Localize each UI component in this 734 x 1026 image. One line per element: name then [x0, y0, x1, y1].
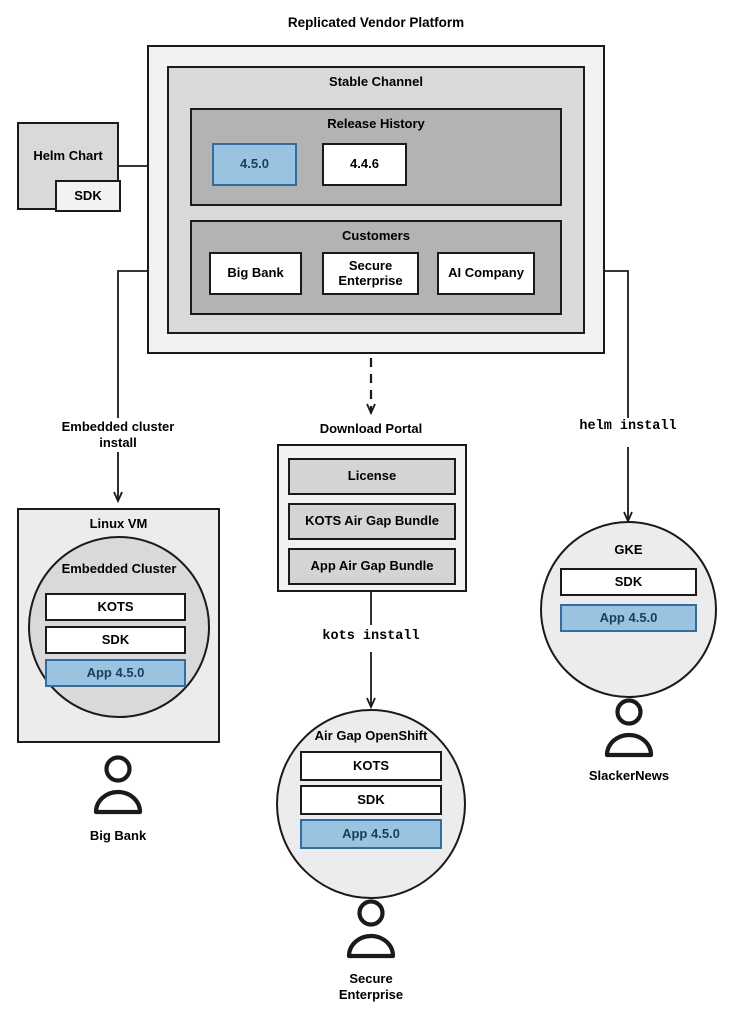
- avatar-label-big-bank: Big Bank: [89, 828, 147, 844]
- customer-ai-company[interactable]: AI Company: [437, 252, 535, 295]
- release-4-4-6[interactable]: 4.4.6: [322, 143, 407, 186]
- edge-label-embedded-cluster-install: Embedded cluster install: [61, 418, 175, 450]
- helm-chart-sdk-box[interactable]: SDK: [55, 180, 121, 212]
- avatar-big-bank: [93, 755, 143, 815]
- download-portal-kots-air-gap-bundle[interactable]: KOTS Air Gap Bundle: [288, 503, 456, 540]
- linux-vm-component-app[interactable]: App 4.5.0: [45, 659, 186, 687]
- air-gap-openshift-title: Air Gap OpenShift: [314, 728, 428, 743]
- page-title: Replicated Vendor Platform: [287, 14, 465, 30]
- edge-label-helm-install: helm install: [579, 419, 677, 435]
- customer-big-bank[interactable]: Big Bank: [209, 252, 302, 295]
- avatar-label-secure-enterprise: Secure Enterprise: [338, 970, 404, 1002]
- avatar-slackernews: [604, 698, 654, 758]
- release-history-title: Release History: [327, 116, 425, 131]
- gke-component-app[interactable]: App 4.5.0: [560, 604, 697, 632]
- openshift-component-sdk[interactable]: SDK: [300, 785, 442, 815]
- openshift-component-kots[interactable]: KOTS: [300, 751, 442, 781]
- avatar-secure-enterprise: [346, 899, 396, 959]
- download-portal-license[interactable]: License: [288, 458, 456, 495]
- edge-label-download-portal: Download Portal: [319, 421, 423, 437]
- gke-title: GKE: [614, 542, 643, 557]
- linux-vm-component-kots[interactable]: KOTS: [45, 593, 186, 621]
- customers-title: Customers: [342, 228, 410, 243]
- stable-channel-title: Stable Channel: [329, 74, 423, 89]
- download-portal-app-air-gap-bundle[interactable]: App Air Gap Bundle: [288, 548, 456, 585]
- release-4-5-0[interactable]: 4.5.0: [212, 143, 297, 186]
- avatar-label-slackernews: SlackerNews: [588, 768, 670, 784]
- openshift-component-app[interactable]: App 4.5.0: [300, 819, 442, 849]
- linux-vm-title: Linux VM: [89, 516, 148, 531]
- helm-chart-label: Helm Chart: [33, 147, 103, 163]
- edge-label-kots-install: kots install: [322, 629, 420, 645]
- customer-secure-enterprise[interactable]: Secure Enterprise: [322, 252, 419, 295]
- embedded-cluster-title: Embedded Cluster: [61, 561, 177, 576]
- linux-vm-component-sdk[interactable]: SDK: [45, 626, 186, 654]
- gke-component-sdk[interactable]: SDK: [560, 568, 697, 596]
